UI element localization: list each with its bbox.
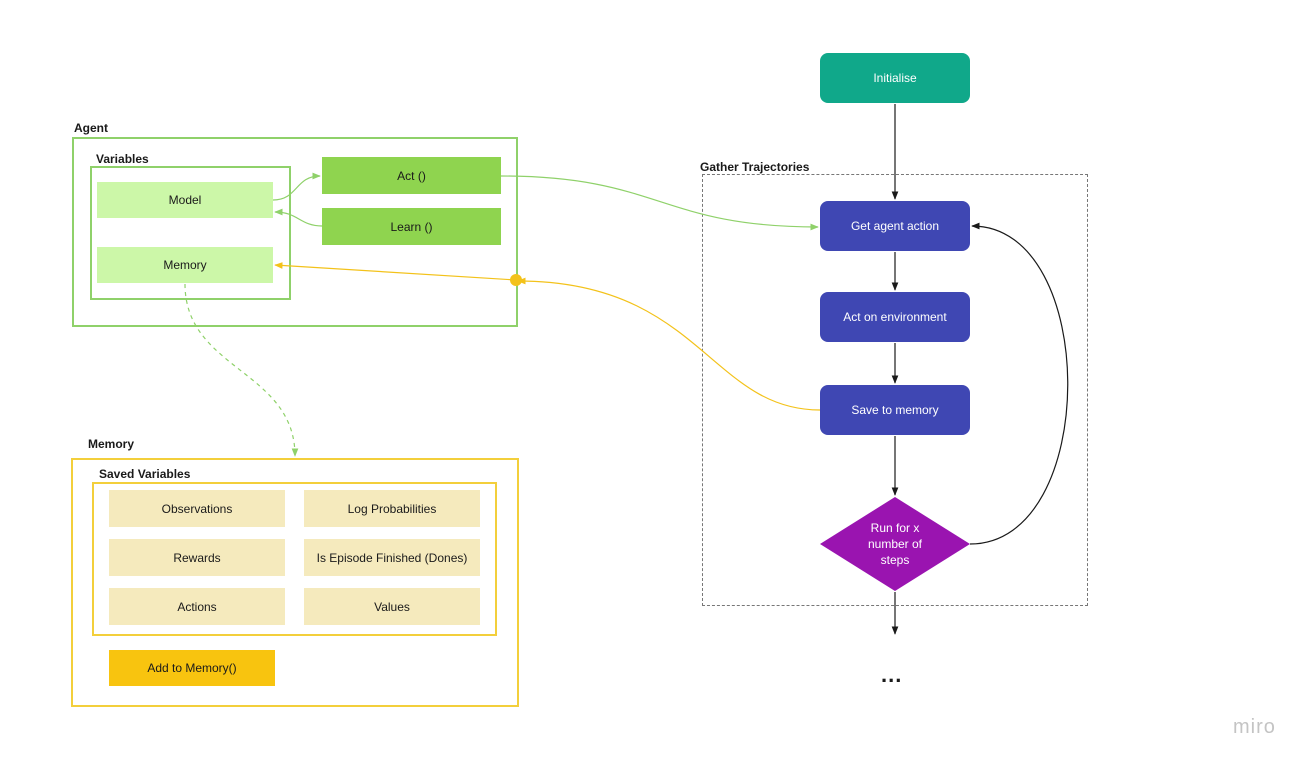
save-to-memory-node[interactable]: Save to memory: [820, 385, 970, 435]
decision-line-1: Run for x: [870, 521, 920, 535]
miro-watermark: miro: [1233, 716, 1276, 738]
add-to-memory-method[interactable]: Add to Memory(): [109, 650, 275, 686]
act-method[interactable]: Act (): [322, 157, 501, 194]
memory-title: Memory: [88, 437, 135, 451]
decision-line-2: number of: [867, 537, 923, 551]
arrow-save-to-agent: [517, 277, 821, 411]
junction-dot-icon: [510, 274, 522, 286]
decision-line-3: steps: [880, 553, 910, 567]
agent-title: Agent: [74, 121, 108, 135]
gather-trajectories-title: Gather Trajectories: [700, 160, 810, 174]
model-variable[interactable]: Model: [97, 182, 273, 218]
dones-item[interactable]: Is Episode Finished (Dones): [304, 539, 480, 576]
continuation-ellipsis: ...: [881, 662, 903, 687]
get-agent-action-node[interactable]: Get agent action: [820, 201, 970, 251]
variables-frame: [90, 166, 291, 300]
saved-variables-title: Saved Variables: [99, 467, 191, 481]
memory-frame: [71, 458, 519, 707]
arrow-act-to-get-action: [500, 175, 819, 231]
actions-item[interactable]: Actions: [109, 588, 285, 625]
variables-title: Variables: [96, 152, 149, 166]
decision-diamond[interactable]: [820, 497, 970, 591]
arrow-learn-to-model: [274, 208, 323, 227]
arrow-loop-back: [969, 222, 1069, 545]
arrow-junction-to-memory-var: [274, 262, 517, 281]
agent-frame: [72, 137, 518, 327]
observations-item[interactable]: Observations: [109, 490, 285, 527]
arrow-model-to-act: [272, 172, 321, 201]
arrow-memory-to-memory-class: [184, 283, 299, 457]
learn-method[interactable]: Learn (): [322, 208, 501, 245]
memory-variable[interactable]: Memory: [97, 247, 273, 283]
act-on-environment-node[interactable]: Act on environment: [820, 292, 970, 342]
rewards-item[interactable]: Rewards: [109, 539, 285, 576]
log-probabilities-item[interactable]: Log Probabilities: [304, 490, 480, 527]
initialise-node[interactable]: Initialise: [820, 53, 970, 103]
saved-variables-frame: [92, 482, 497, 636]
decision-label: Run for x number of steps: [845, 520, 945, 568]
values-item[interactable]: Values: [304, 588, 480, 625]
